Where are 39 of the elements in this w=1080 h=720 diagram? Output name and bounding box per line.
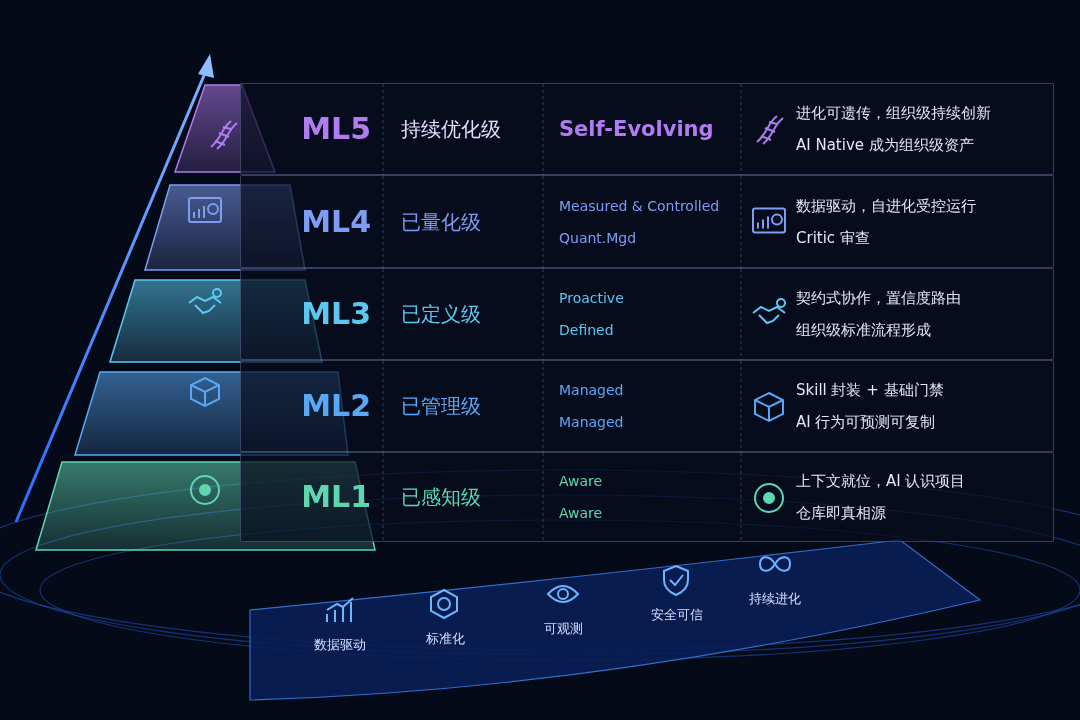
english-name: Defined xyxy=(559,321,615,340)
english-name: Proactive xyxy=(559,289,625,308)
level-name: 已量化级 xyxy=(401,209,482,234)
description: 仓库即真相源 xyxy=(796,503,887,524)
description: 进化可遗传，组织级持续创新 xyxy=(796,103,992,124)
description: 组织级标准流程形成 xyxy=(796,320,932,341)
level-code: ML3 xyxy=(301,296,371,332)
level-code: ML2 xyxy=(301,388,371,424)
english-name: Measured & Controlled xyxy=(559,196,721,216)
description: AI 行为可预测可复制 xyxy=(796,412,937,433)
feature-label: 标准化 xyxy=(425,630,465,648)
english-name: Aware xyxy=(559,504,604,523)
feature-label: 安全可信 xyxy=(651,606,703,624)
description: 契约式协作，置信度路由 xyxy=(796,288,962,309)
english-name: Aware xyxy=(559,472,604,491)
description: 上下文就位，AI 认识项目 xyxy=(796,471,967,492)
table-row xyxy=(240,360,1054,452)
feature-label: 持续进化 xyxy=(749,590,801,608)
description: Skill 封装 + 基础门禁 xyxy=(796,380,945,401)
level-name: 持续优化级 xyxy=(401,117,502,141)
level-code: ML4 xyxy=(301,203,371,240)
description: AI Native 成为组织级资产 xyxy=(796,135,975,156)
level-name: 已感知级 xyxy=(401,485,482,509)
table-row xyxy=(240,452,1054,542)
table-row xyxy=(240,83,1054,175)
table-row xyxy=(240,268,1054,360)
english-name: Managed xyxy=(559,381,625,400)
feature-label: 数据驱动 xyxy=(314,636,366,654)
level-name: 已管理级 xyxy=(401,394,482,418)
description: Critic 审查 xyxy=(796,227,871,249)
level-code: ML5 xyxy=(301,111,371,147)
description: 数据驱动，自进化受控运行 xyxy=(796,195,977,217)
english-name: Self-Evolving xyxy=(559,116,715,143)
feature-label: 可观测 xyxy=(543,620,583,638)
english-name: Managed xyxy=(559,413,625,432)
level-code: ML1 xyxy=(301,479,371,515)
level-name: 已定义级 xyxy=(401,302,482,326)
english-name: Quant.Mgd xyxy=(559,228,638,248)
table-row xyxy=(240,175,1054,268)
